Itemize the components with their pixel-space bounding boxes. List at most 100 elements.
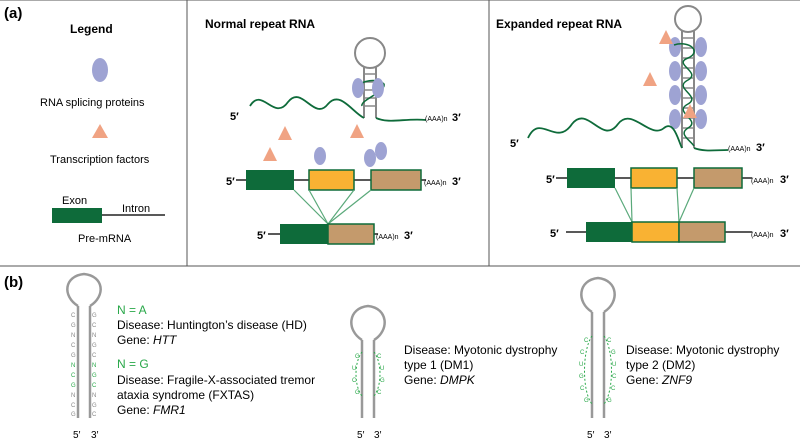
svg-text:G: G bbox=[92, 313, 97, 319]
expanded-mrna-exon-2 bbox=[631, 221, 680, 243]
expanded-exon-2 bbox=[630, 167, 678, 189]
expanded-rna-strand-right bbox=[693, 147, 729, 152]
hd-fxtas-text: N = A Disease: Huntington’s disease (HD)… bbox=[117, 303, 315, 417]
expanded-exon-1 bbox=[567, 168, 615, 188]
dm1-text: Disease: Myotonic dystrophy type 1 (DM1)… bbox=[404, 343, 557, 387]
expanded-mid-3prime: 3′ bbox=[780, 174, 789, 186]
svg-text:C: C bbox=[580, 386, 585, 392]
dm1-gene-name: DMPK bbox=[440, 373, 476, 387]
expanded-mrna-exon-1 bbox=[586, 222, 632, 242]
fxtas-gene-line: Gene: FMR1 bbox=[117, 403, 186, 417]
svg-text:G: G bbox=[71, 412, 76, 418]
normal-mrna-exon-3 bbox=[327, 223, 375, 245]
svg-text:U: U bbox=[380, 366, 384, 372]
fxtas-disease-line2: ataxia syndrome (FXTAS) bbox=[117, 388, 254, 402]
dm2-gene-line: Gene: ZNF9 bbox=[626, 373, 692, 387]
expanded-tf-3 bbox=[683, 104, 697, 118]
hd-gene-name: HTT bbox=[153, 333, 178, 347]
svg-text:G: G bbox=[584, 398, 589, 404]
expanded-tf-1 bbox=[659, 30, 673, 44]
legend: Legend RNA splicing proteins Transcripti… bbox=[40, 22, 165, 245]
svg-text:N: N bbox=[71, 393, 75, 399]
normal-rna-strand-left bbox=[249, 96, 365, 119]
expanded-top-polyA: (AAA)n bbox=[728, 146, 751, 153]
expanded-top-3prime: 3′ bbox=[756, 142, 765, 154]
dm1-gene-prefix: Gene: bbox=[404, 373, 440, 387]
n-equals-g: N = G bbox=[117, 357, 149, 371]
svg-text:G: G bbox=[380, 378, 385, 384]
dm2-disease-line2: type 2 (DM2) bbox=[626, 358, 695, 372]
svg-text:C: C bbox=[611, 386, 616, 392]
svg-text:U: U bbox=[612, 362, 616, 368]
fxtas-disease-line1: Disease: Fragile-X-associated tremor bbox=[117, 373, 315, 387]
expanded-bottom-5prime: 5′ bbox=[550, 228, 559, 240]
legend-premrna-label: Pre-mRNA bbox=[78, 233, 132, 245]
n-equals-a: N = A bbox=[117, 303, 147, 317]
svg-text:C: C bbox=[71, 403, 76, 409]
svg-text:C: C bbox=[71, 343, 76, 349]
svg-text:N: N bbox=[92, 333, 96, 339]
svg-text:G: G bbox=[611, 350, 616, 356]
normal-protein-1 bbox=[314, 147, 326, 165]
normal-top-polyA: (AAA)n bbox=[425, 116, 448, 123]
svg-text:C: C bbox=[92, 383, 97, 389]
normal-hairpin-protein-1 bbox=[352, 78, 364, 98]
svg-text:G: G bbox=[92, 403, 97, 409]
panel-frames bbox=[0, 0, 800, 267]
normal-top-5prime: 5′ bbox=[230, 111, 239, 123]
svg-text:G: G bbox=[355, 390, 360, 396]
normal-repeat-panel: Normal repeat RNA 5′ (AAA)n 3′ 5′ (AAA)n… bbox=[205, 17, 461, 245]
hd-hairpin-loop bbox=[66, 272, 102, 308]
normal-tf-3 bbox=[263, 147, 277, 161]
expanded-mid-polyA: (AAA)n bbox=[751, 178, 774, 185]
svg-text:C: C bbox=[71, 313, 76, 319]
hd-disease: Disease: Huntington’s disease (HD) bbox=[117, 318, 307, 332]
expanded-hairpin-loop bbox=[674, 5, 702, 33]
normal-hairpin-protein-2 bbox=[372, 78, 384, 98]
normal-bottom-polyA: (AAA)n bbox=[376, 234, 399, 241]
transcription-factor-icon bbox=[92, 124, 108, 138]
svg-text:G: G bbox=[71, 353, 76, 359]
svg-text:U: U bbox=[352, 366, 356, 372]
svg-text:C: C bbox=[92, 353, 97, 359]
normal-bottom-5prime: 5′ bbox=[257, 230, 266, 242]
normal-tf-2 bbox=[350, 124, 364, 138]
svg-text:U: U bbox=[579, 362, 583, 368]
dm2-hairpin-loop bbox=[580, 276, 616, 314]
hd-3prime: 3′ bbox=[91, 430, 99, 441]
normal-exon-3 bbox=[370, 169, 422, 191]
dm1-disease-line2: type 1 (DM1) bbox=[404, 358, 473, 372]
svg-text:G: G bbox=[355, 354, 360, 360]
normal-mrna-exon-1 bbox=[280, 224, 328, 244]
normal-tf-1 bbox=[278, 126, 292, 140]
dm1-gene-line: Gene: DMPK bbox=[404, 373, 476, 387]
dm2-text: Disease: Myotonic dystrophy type 2 (DM2)… bbox=[626, 343, 779, 387]
hd-gene-prefix: Gene: bbox=[117, 333, 153, 347]
svg-text:C: C bbox=[71, 373, 76, 379]
legend-protein-label: RNA splicing proteins bbox=[40, 97, 145, 109]
fxtas-gene-name: FMR1 bbox=[153, 403, 186, 417]
svg-text:G: G bbox=[607, 398, 612, 404]
dm1-hairpin-loop bbox=[350, 304, 386, 342]
svg-text:G: G bbox=[71, 383, 76, 389]
svg-text:C: C bbox=[607, 338, 612, 344]
dm1-3prime: 3′ bbox=[374, 430, 382, 441]
hd-5prime: 5′ bbox=[73, 430, 81, 441]
normal-top-3prime: 3′ bbox=[452, 112, 461, 124]
normal-protein-2 bbox=[364, 149, 376, 167]
normal-mid-polyA: (AAA)n bbox=[424, 180, 447, 187]
svg-text:C: C bbox=[580, 350, 585, 356]
normal-mid-3prime: 3′ bbox=[452, 176, 461, 188]
svg-text:N: N bbox=[71, 363, 75, 369]
expanded-bottom-polyA: (AAA)n bbox=[751, 232, 774, 239]
svg-text:G: G bbox=[71, 323, 76, 329]
expanded-tf-2 bbox=[643, 72, 657, 86]
expanded-splice-lines bbox=[614, 187, 695, 223]
svg-text:G: G bbox=[92, 373, 97, 379]
expanded-mrna-exon-3 bbox=[678, 221, 726, 243]
svg-text:C: C bbox=[377, 390, 382, 396]
fxtas-gene-prefix: Gene: bbox=[117, 403, 153, 417]
hd-gene-line: Gene: HTT bbox=[117, 333, 178, 347]
expanded-title: Expanded repeat RNA bbox=[496, 17, 622, 31]
legend-tf-label: Transcription factors bbox=[50, 154, 150, 166]
